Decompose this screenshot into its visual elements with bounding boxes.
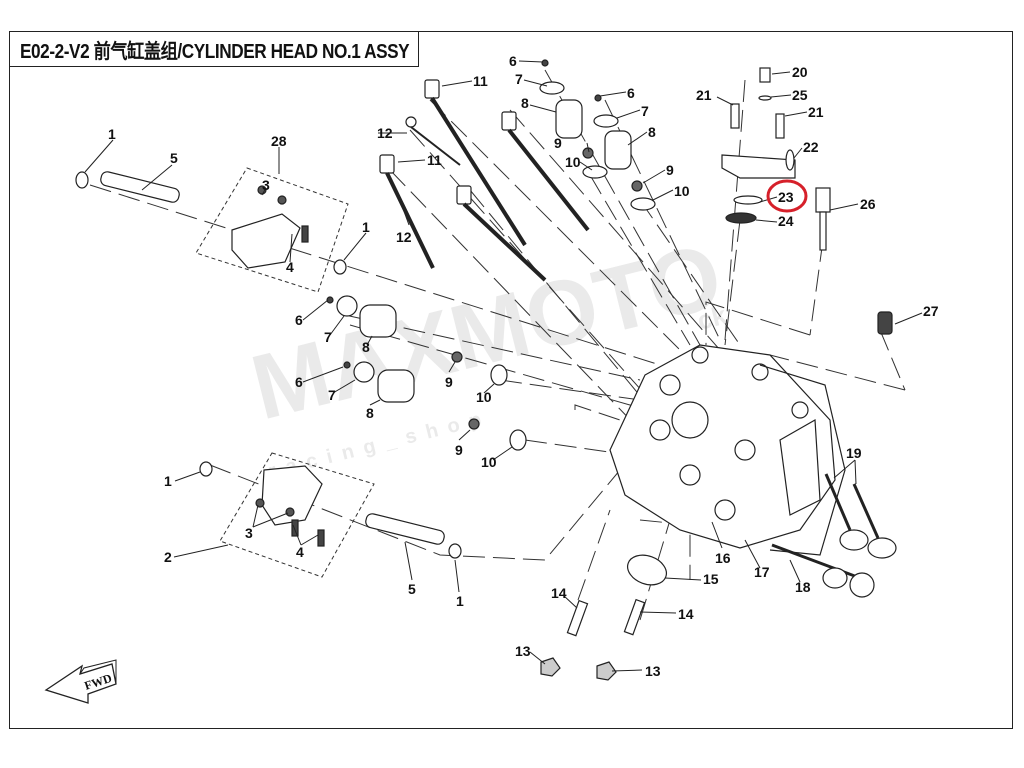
callout-10[interactable]: 10	[674, 183, 690, 199]
callout-28[interactable]: 28	[271, 133, 287, 149]
callout-7[interactable]: 7	[324, 329, 332, 345]
callout-7[interactable]: 7	[641, 103, 649, 119]
callout-13[interactable]: 13	[645, 663, 661, 679]
callout-20[interactable]: 20	[792, 64, 808, 80]
callout-16[interactable]: 16	[715, 550, 731, 566]
callout-7[interactable]: 7	[328, 387, 336, 403]
callout-labels: 1 5 28 3 4 1 11 12 11 12 6 7 8 9 10 6 7 …	[108, 53, 939, 679]
callout-12[interactable]: 12	[396, 229, 412, 245]
callout-6[interactable]: 6	[295, 312, 303, 328]
callout-19[interactable]: 19	[846, 445, 862, 461]
callout-6[interactable]: 6	[509, 53, 517, 69]
fwd-arrow: FWD	[44, 659, 117, 704]
callout-6[interactable]: 6	[627, 85, 635, 101]
o-ring-part	[448, 543, 462, 559]
rocker-arm-part	[261, 465, 323, 526]
leader-lines	[84, 60, 923, 672]
callout-1[interactable]: 1	[362, 219, 370, 235]
rocker-box-lower	[219, 452, 375, 578]
callout-17[interactable]: 17	[754, 564, 770, 580]
callout-8[interactable]: 8	[648, 124, 656, 140]
rocker-shaft-part	[365, 513, 445, 545]
gasket-part	[759, 364, 846, 556]
callout-1[interactable]: 1	[164, 473, 172, 489]
callout-8[interactable]: 8	[362, 339, 370, 355]
callout-14[interactable]: 14	[551, 585, 567, 601]
callout-10[interactable]: 10	[476, 389, 492, 405]
callout-26[interactable]: 26	[860, 196, 876, 212]
thermostat-cover-part	[721, 154, 796, 179]
parts	[75, 59, 897, 681]
o-ring-part	[75, 171, 89, 189]
callout-3[interactable]: 3	[245, 525, 253, 541]
valve-spring-part	[359, 304, 397, 338]
callout-8[interactable]: 8	[366, 405, 374, 421]
rocker-arm-part	[231, 213, 301, 269]
callout-6[interactable]: 6	[295, 374, 303, 390]
callout-21[interactable]: 21	[696, 87, 712, 103]
subassembly-boxes	[195, 167, 375, 578]
callout-9[interactable]: 9	[554, 135, 562, 151]
callout-4[interactable]: 4	[286, 259, 294, 275]
callout-9[interactable]: 9	[666, 162, 674, 178]
callout-21[interactable]: 21	[808, 104, 824, 120]
callout-15[interactable]: 15	[703, 571, 719, 587]
cylinder-head-part	[609, 344, 836, 549]
callout-12[interactable]: 12	[377, 125, 393, 141]
callout-1[interactable]: 1	[108, 126, 116, 142]
callout-7[interactable]: 7	[515, 71, 523, 87]
callout-5[interactable]: 5	[408, 581, 416, 597]
callout-4[interactable]: 4	[296, 544, 304, 560]
callout-11[interactable]: 11	[427, 152, 442, 168]
valve-spring-part	[377, 369, 415, 403]
title-box: E02-2-V2 前气缸盖组/CYLINDER HEAD NO.1 ASSY	[9, 31, 419, 67]
o-ring-part	[333, 259, 347, 275]
valve-spring-part	[604, 130, 632, 170]
callout-9[interactable]: 9	[445, 374, 453, 390]
callout-3[interactable]: 3	[262, 177, 270, 193]
callout-24[interactable]: 24	[778, 213, 794, 229]
rocker-shaft-part	[100, 171, 180, 203]
callout-14[interactable]: 14	[678, 606, 694, 622]
o-ring-part	[199, 461, 213, 477]
callout-11[interactable]: 11	[473, 73, 488, 89]
callout-23[interactable]: 23	[778, 189, 794, 205]
callout-8[interactable]: 8	[521, 95, 529, 111]
callout-10[interactable]: 10	[481, 454, 497, 470]
valve-spring-part	[555, 99, 583, 139]
callout-13[interactable]: 13	[515, 643, 531, 659]
callout-2[interactable]: 2	[164, 549, 172, 565]
callout-27[interactable]: 27	[923, 303, 939, 319]
callout-22[interactable]: 22	[803, 139, 819, 155]
highlight-circle	[766, 179, 808, 213]
callout-18[interactable]: 18	[795, 579, 811, 595]
callout-5[interactable]: 5	[170, 150, 178, 166]
page-title: E02-2-V2 前气缸盖组/CYLINDER HEAD NO.1 ASSY	[20, 40, 410, 63]
diagram-frame	[9, 31, 1013, 729]
rocker-box-upper	[195, 167, 349, 293]
callout-25[interactable]: 25	[792, 87, 808, 103]
callout-10[interactable]: 10	[565, 154, 581, 170]
callout-9[interactable]: 9	[455, 442, 463, 458]
callout-1[interactable]: 1	[456, 593, 464, 609]
arrow-left-icon	[44, 663, 117, 704]
